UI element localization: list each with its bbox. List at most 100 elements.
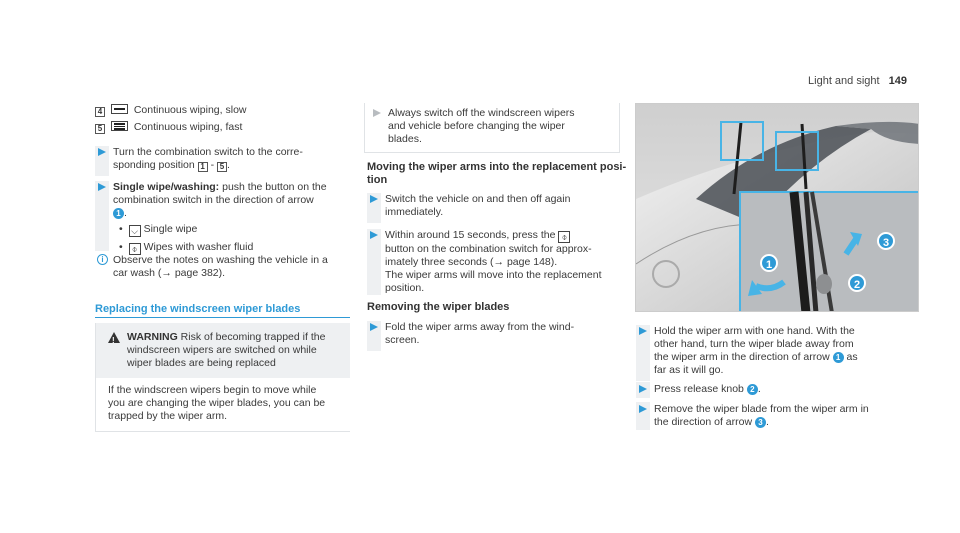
step-arrow-icon [98,148,106,156]
press-line3: imately three seconds (→ page 148). [385,256,558,268]
wiper-illustration: 1 2 3 [635,103,919,312]
press-line1: Within around 15 seconds, press the⌽ [385,229,625,243]
press-knob-step: Press release knob 2. [636,383,916,396]
removing-heading: Removing the wiper blades [367,301,510,313]
warning-body: If the windscreen wipers begin to move w… [96,378,350,431]
step-arrow-icon [373,109,381,117]
turn-step-line2: sponding position 1 - 5. [113,159,350,172]
wiping-line-fast: 5 Continuous wiping, fast [95,121,242,134]
press-line5: position. [385,282,425,294]
single-wipe-line2: combination switch in the direction of a… [113,194,314,206]
press-knob-text: Press release knob [654,383,744,395]
warning-line3: wiper blades are being replaced [127,357,276,369]
page-header: Light and sight 149 [808,75,907,88]
fold-line1: Fold the wiper arms away from the wind- [385,321,575,333]
bullet-single-wipe: • ⌵Single wipe [119,223,198,237]
step-arrow-icon [98,183,106,191]
info-line2: car wash (→ page 382). [113,267,226,279]
step-arrow-icon [370,231,378,239]
wiper-illustration-svg [636,104,918,311]
arrow-number-3: 3 [754,417,766,428]
switch-line2: immediately. [385,206,444,218]
step-arrow-icon [370,195,378,203]
key-1: 1 [197,162,208,172]
single-wipe-line3: 1. [113,207,350,220]
info-icon: i [97,254,108,265]
warning-box: WARNING Risk of becoming trapped if the … [95,323,350,432]
washer-icon: ⌽ [558,231,571,243]
single-wipe-label: Single wipe/washing: [113,181,220,193]
note-line3: blades. [388,133,422,145]
warning-body2: you are changing the wiper blades, you c… [108,397,326,409]
warning-label: WARNING [127,331,178,343]
step-arrow-icon [639,385,647,393]
wiping-slow-text: Continuous wiping, slow [133,104,247,116]
single-wipe-line1: Single wipe/washing: push the button on … [113,181,350,194]
wiping-fast-text: Continuous wiping, fast [133,121,243,133]
note-step: Always switch off the windscreen wipers … [370,107,620,146]
fold-line2: screen. [385,334,420,346]
continuous-fast-icon [110,121,128,131]
section-rule [95,317,350,318]
header-title: Light and sight [808,75,880,87]
key-4: 4 [95,107,105,117]
hold-text: the wiper arm in the direction of arrow [654,351,830,363]
press-line2: button on the combination switch for app… [385,243,592,255]
key-5: 5 [95,124,105,134]
hold-line1: Hold the wiper arm with one hand. With t… [654,325,855,337]
bullet-washer: • ⌽Wipes with washer fluid [119,241,254,255]
step-arrow-icon [639,405,647,413]
warning-line2: windscreen wipers are switched on while [127,344,317,356]
turn-step-line1: Turn the combination switch to the corre… [113,146,303,158]
note-box [364,103,620,153]
switch-line1: Switch the vehicle on and then off again [385,193,571,205]
arrow-number-1: 1 [113,208,124,219]
single-wipe-step: Single wipe/washing: push the button on … [95,181,350,255]
section-title: Replacing the windscreen wiper blades [95,303,301,315]
press-line4: The wiper arms will move into the replac… [385,269,602,281]
hold-line3: the wiper arm in the direction of arrow … [654,351,916,364]
photo-marker-1: 1 [760,254,778,272]
bullet-text: Single wipe [143,223,198,235]
moving-heading: Moving the wiper arms into the replaceme… [367,161,626,187]
step-arrow-icon [370,323,378,331]
step-bar [636,325,650,381]
hold-step: Hold the wiper arm with one hand. With t… [636,325,916,377]
info-line1: Observe the notes on washing the vehicle… [113,254,328,266]
sep: - [210,159,215,171]
washer-icon: ⌽ [128,243,141,255]
end-dot: . [124,207,127,219]
photo-marker-2: 2 [848,274,866,292]
arrow-number-2: 2 [746,384,758,395]
single-wipe-icon: ⌵ [128,225,141,237]
end-dot: . [757,383,761,395]
turn-step: Turn the combination switch to the corre… [95,146,350,172]
remove-step: Remove the wiper blade from the wiper ar… [636,403,916,429]
hold-line2: other hand, turn the wiper blade away fr… [654,338,854,350]
warning-body3: trapped by the wiper arm. [108,410,228,422]
end-dot: . [765,416,769,428]
photo-marker-3: 3 [877,232,895,250]
arrow-number-1: 1 [832,352,844,363]
warning-text1: Risk of becoming trapped if the [180,331,326,343]
warning-body1: If the windscreen wipers begin to move w… [108,384,317,396]
info-note: i Observe the notes on washing the vehic… [95,254,355,280]
remove-text: the direction of arrow [654,416,753,428]
note-line1: Always switch off the windscreen wipers [388,107,575,119]
warning-icon [108,332,120,347]
press-step: Within around 15 seconds, press the⌽ but… [367,229,625,295]
hold-after: as [846,351,858,363]
turn-step-text: sponding position [113,159,195,171]
end-dot: . [227,159,230,171]
moving-heading-line2: tion [367,174,388,186]
press-text: Within around 15 seconds, press the [385,229,556,241]
remove-line1: Remove the wiper blade from the wiper ar… [654,403,869,415]
single-wipe-text: push the button on the [222,181,327,193]
remove-line2: the direction of arrow 3. [654,416,916,429]
step-arrow-icon [639,327,647,335]
warning-header: WARNING Risk of becoming trapped if the … [96,323,350,378]
key-5: 5 [217,162,227,172]
switch-step: Switch the vehicle on and then off again… [367,193,622,219]
moving-heading-line1: Moving the wiper arms into the replaceme… [367,161,627,173]
page-number: 149 [888,75,907,87]
